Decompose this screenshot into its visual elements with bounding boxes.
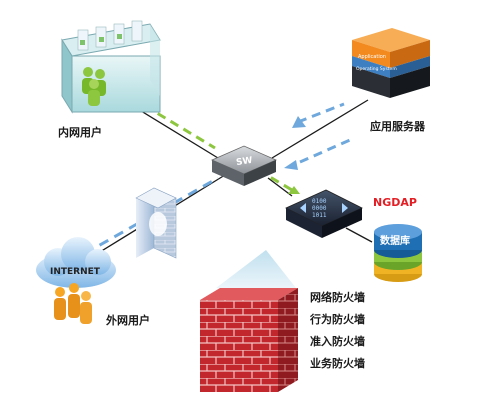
flow-blue-back (299, 138, 351, 164)
switch-label: SW (236, 156, 254, 168)
network-switch-icon: SW (211, 145, 277, 186)
database-icon (374, 224, 422, 282)
internet-label: INTERNET (50, 267, 101, 277)
intranet-users-label: 内网用户 (58, 126, 102, 139)
security-appliance-icon: 0100 0000 1011 (285, 189, 363, 238)
firewall-type-behavior: 行为防火墙 (310, 313, 365, 326)
red-brick-wall-icon (200, 288, 298, 392)
server-stack-icon: Application Operating System (352, 28, 430, 98)
link-switch-ngdap (267, 177, 293, 197)
firewall-type-business: 业务防火墙 (310, 357, 365, 370)
link-ngdap-database (345, 227, 373, 243)
firewall-type-admission: 准入防火墙 (310, 335, 365, 348)
database-label: 数据库 (380, 234, 410, 247)
internet-users-label: 外网用户 (106, 314, 150, 327)
firewall-type-list: 网络防火墙 行为防火墙 准入防火墙 业务防火墙 (310, 290, 365, 378)
server-layer-os: Operating System (356, 66, 397, 72)
firewall-type-network: 网络防火墙 (310, 291, 365, 304)
server-layer-application: Application (358, 54, 386, 60)
office-building-icon (61, 20, 161, 114)
firewall-beam (216, 250, 296, 288)
user-group-icon (82, 67, 106, 106)
arrow-green (288, 186, 300, 194)
ngdap-label: NGDAP (373, 196, 417, 209)
flow-blue-server (297, 102, 345, 124)
ngdap-binary-1: 0100 (312, 198, 327, 205)
internet-user-group-icon (54, 283, 92, 324)
ngdap-binary-2: 0000 (312, 205, 327, 212)
ngdap-binary-3: 1011 (312, 212, 327, 219)
arrow-blue-back (284, 160, 298, 170)
brick-firewall-icon (135, 187, 177, 259)
app-server-label: 应用服务器 (370, 120, 425, 133)
cloud-icon (36, 237, 116, 288)
link-switch-server (271, 99, 369, 159)
arrow-blue-server (292, 116, 306, 128)
